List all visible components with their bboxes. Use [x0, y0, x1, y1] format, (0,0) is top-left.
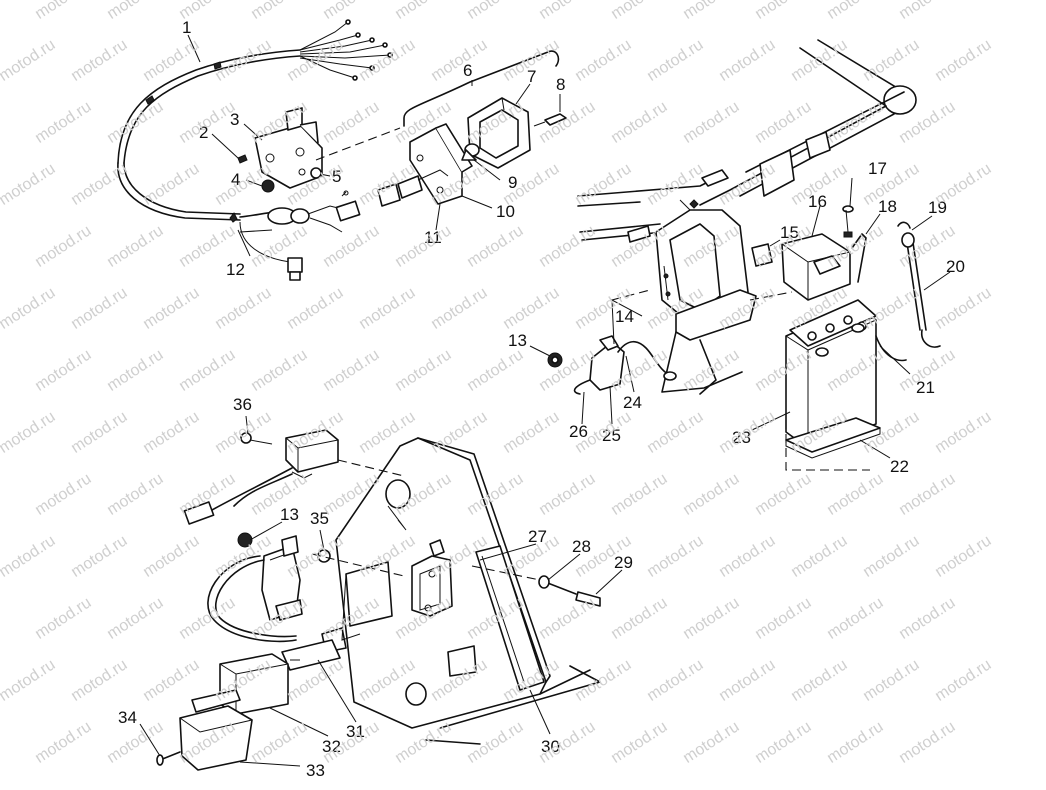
callout-16: 16 [808, 192, 827, 211]
mounting-plate [156, 429, 601, 771]
callout-31: 31 [346, 722, 365, 741]
callout-9: 9 [508, 173, 517, 192]
callout-33: 33 [306, 761, 325, 780]
callout-10: 10 [496, 202, 515, 221]
callout-5: 5 [332, 167, 341, 186]
callout-27: 27 [528, 527, 547, 546]
relay-assembly [547, 335, 677, 395]
callout-28: 28 [572, 537, 591, 556]
callout-7: 7 [527, 67, 536, 86]
callout-11: 11 [424, 228, 442, 247]
battery-group [781, 205, 941, 471]
callout-19: 19 [928, 198, 947, 217]
callout-36: 36 [233, 395, 252, 414]
wiring-harness [117, 19, 393, 281]
callout-23: 23 [732, 428, 751, 447]
callout-1: 1 [182, 18, 191, 37]
callout-12: 12 [226, 260, 245, 279]
callout-35: 35 [310, 509, 329, 528]
callout-2: 2 [199, 123, 208, 142]
callout-26: 26 [569, 422, 588, 441]
taillight-assembly [377, 50, 567, 207]
callout-8: 8 [556, 75, 565, 94]
vehicle-frame [577, 39, 917, 395]
callout-14: 14 [615, 307, 634, 326]
callout-21: 21 [916, 378, 935, 397]
leader-lines [139, 34, 951, 767]
callout-22: 22 [890, 457, 909, 476]
callout-15: 15 [780, 223, 799, 242]
callout-30: 30 [541, 737, 560, 756]
callout-13-top: 13 [508, 331, 527, 350]
callout-32: 32 [322, 737, 341, 756]
callout-25: 25 [602, 426, 621, 445]
callout-34: 34 [118, 708, 137, 727]
callout-3: 3 [230, 110, 239, 129]
callout-29: 29 [614, 553, 633, 572]
callout-13-bottom: 13 [280, 505, 299, 524]
callout-4: 4 [231, 170, 240, 189]
callout-6: 6 [463, 61, 472, 80]
callout-18: 18 [878, 197, 897, 216]
callout-24: 24 [623, 393, 642, 412]
callout-labels: 1 2 3 4 5 6 7 8 9 10 11 12 13 14 15 16 1… [118, 18, 965, 780]
switch-bracket [237, 107, 401, 193]
callout-17: 17 [868, 159, 887, 178]
callout-20: 20 [946, 257, 965, 276]
